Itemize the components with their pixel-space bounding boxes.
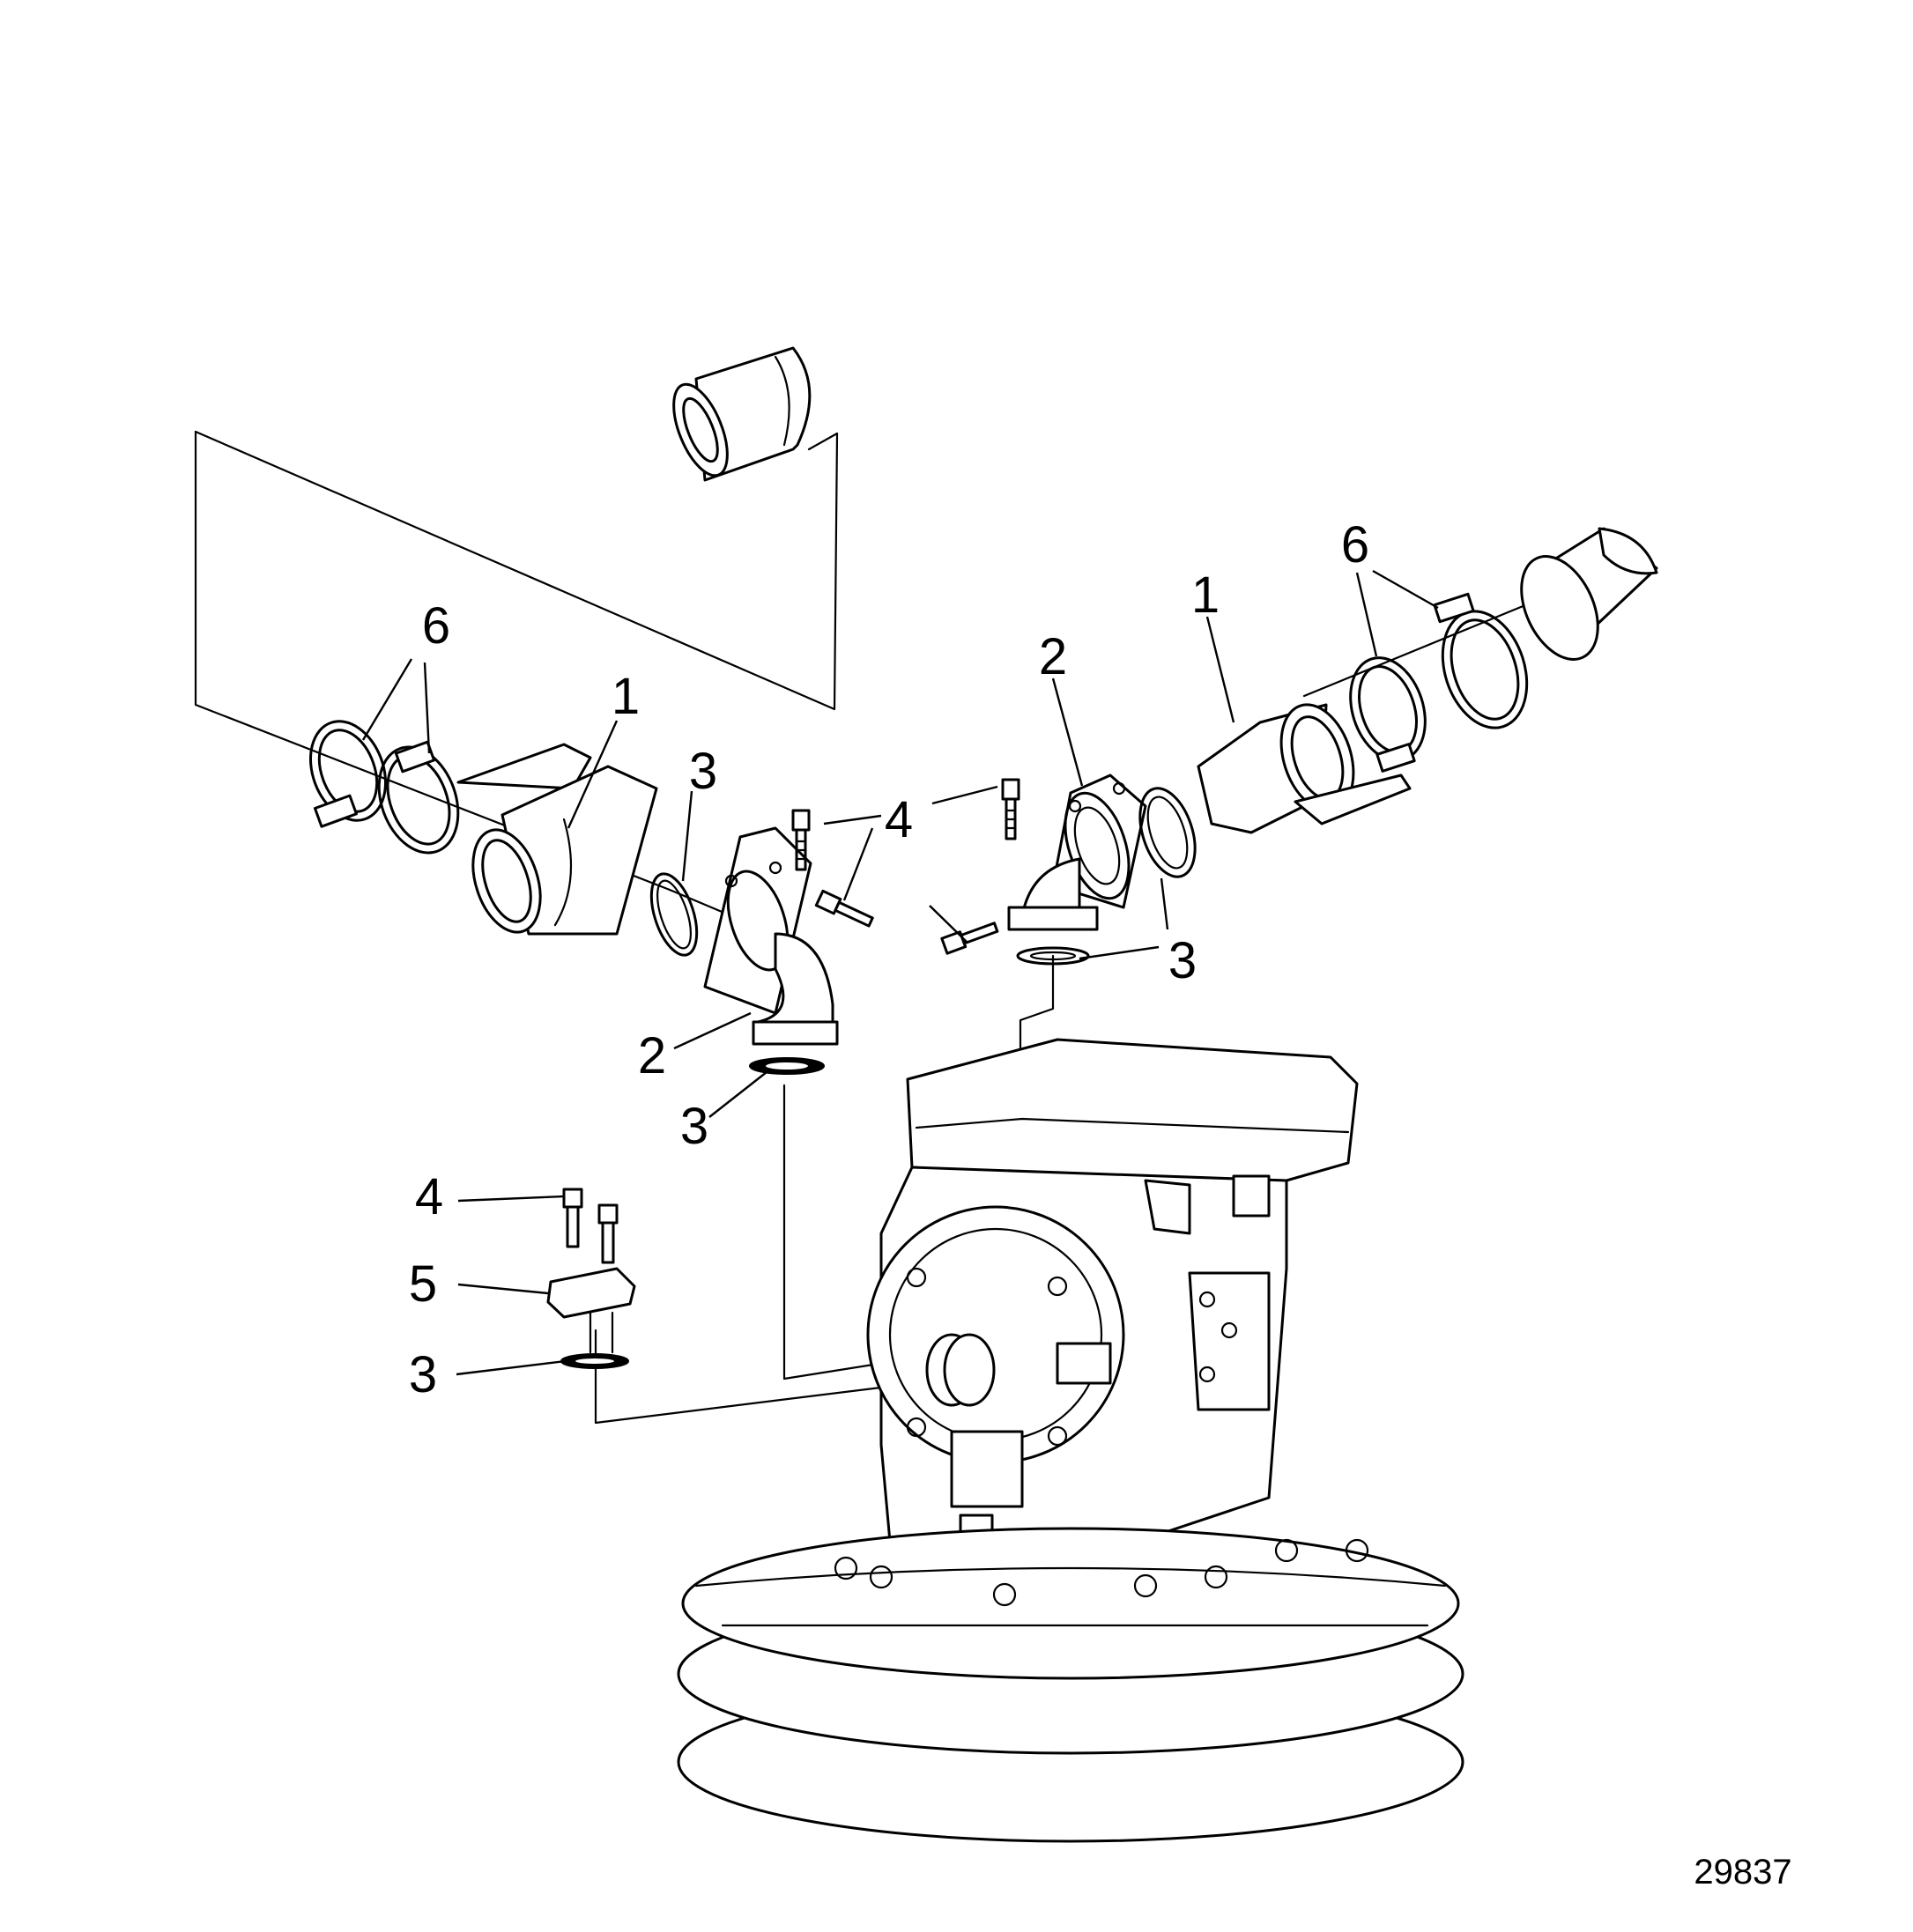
- hose-top: [672, 346, 812, 482]
- hose-right: [1520, 527, 1658, 661]
- hose-clamp-right-outer: [1433, 592, 1529, 729]
- callout-ring-right: 3: [1168, 932, 1197, 989]
- figure-number: 29837: [1694, 1853, 1791, 1891]
- callout-gasket-left: 3: [680, 1098, 708, 1155]
- plate-assembly: [546, 1188, 636, 1369]
- callout-fitting-right: 1: [1191, 566, 1220, 624]
- screws-center: [791, 778, 1020, 955]
- fitting-right: [1197, 703, 1412, 834]
- fitting-left: [456, 743, 658, 936]
- callout-hose-right: 6: [1341, 516, 1369, 574]
- hose-clamp-left-outer: [308, 720, 388, 828]
- callout-plate: 5: [409, 1255, 437, 1313]
- elbow-right: [1007, 774, 1147, 931]
- axis-line-right: [1302, 593, 1553, 698]
- callout-fitting-left: 1: [612, 668, 640, 725]
- callout-hose-left: 6: [422, 597, 450, 655]
- hose-clamp-left-inner: [377, 740, 460, 855]
- callout-elbow-left: 2: [638, 1027, 666, 1084]
- callout-elbow-right: 2: [1039, 628, 1067, 685]
- base-plate: [677, 1527, 1464, 1843]
- gasket-left: [749, 1057, 825, 1075]
- callout-screw-plate: 4: [415, 1168, 443, 1225]
- callouts: 6 1 3 4 2 3 2 3 1 6 4 5 3 29837: [409, 516, 1792, 1891]
- callout-screw-group: 4: [885, 791, 913, 848]
- leader-lines: [361, 569, 1439, 1376]
- hose-clamp-right-inner: [1349, 656, 1427, 773]
- engine-block: [866, 1038, 1359, 1557]
- hose-alignment-line-top: [194, 430, 839, 711]
- gasket-right: [1016, 946, 1090, 966]
- o-ring-right: [1138, 787, 1197, 878]
- elbow-left: [703, 826, 839, 1046]
- callout-gasket-plate: 3: [409, 1346, 437, 1403]
- o-ring-left: [649, 872, 699, 957]
- callout-ring-left: 3: [689, 743, 717, 800]
